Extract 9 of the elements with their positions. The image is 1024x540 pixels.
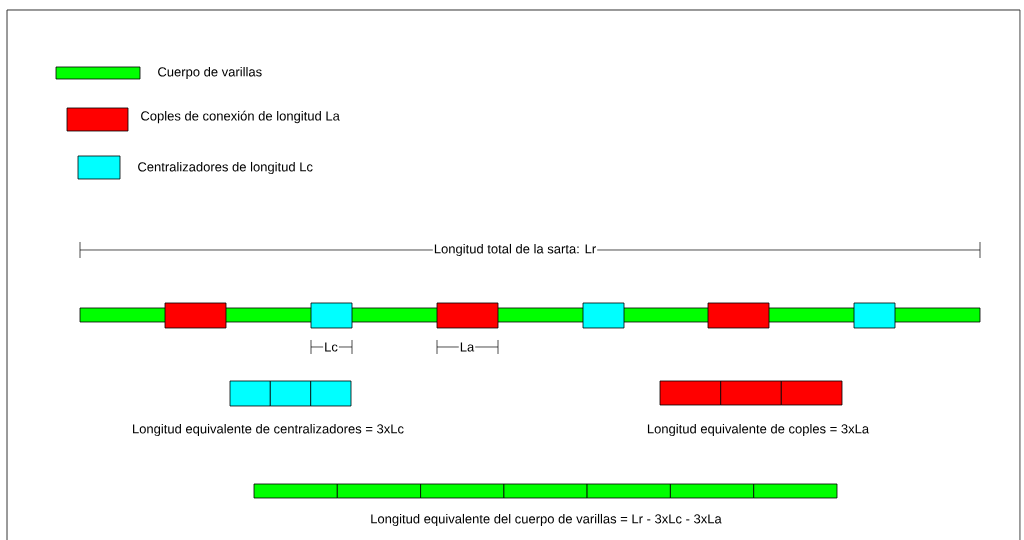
dimension-label: La bbox=[458, 341, 476, 353]
caption: Longitud equivalente del cuerpo de varillas = Lr - 3xLc - 3xLa bbox=[371, 513, 722, 527]
dimension-label: Lc bbox=[323, 341, 339, 353]
caption: Longitud equivalente de centralizadores = 3xLc bbox=[133, 423, 404, 437]
dimension-label: Longitud total de la sarta: Lr bbox=[432, 242, 598, 258]
legend-text: Centralizadores de longitud Lc bbox=[138, 161, 313, 175]
legend-text: Coples de conexión de longitud La bbox=[141, 110, 340, 124]
caption: Longitud equivalente de coples = 3xLa bbox=[647, 423, 870, 437]
legend-text: Cuerpo de varillas bbox=[158, 66, 262, 80]
